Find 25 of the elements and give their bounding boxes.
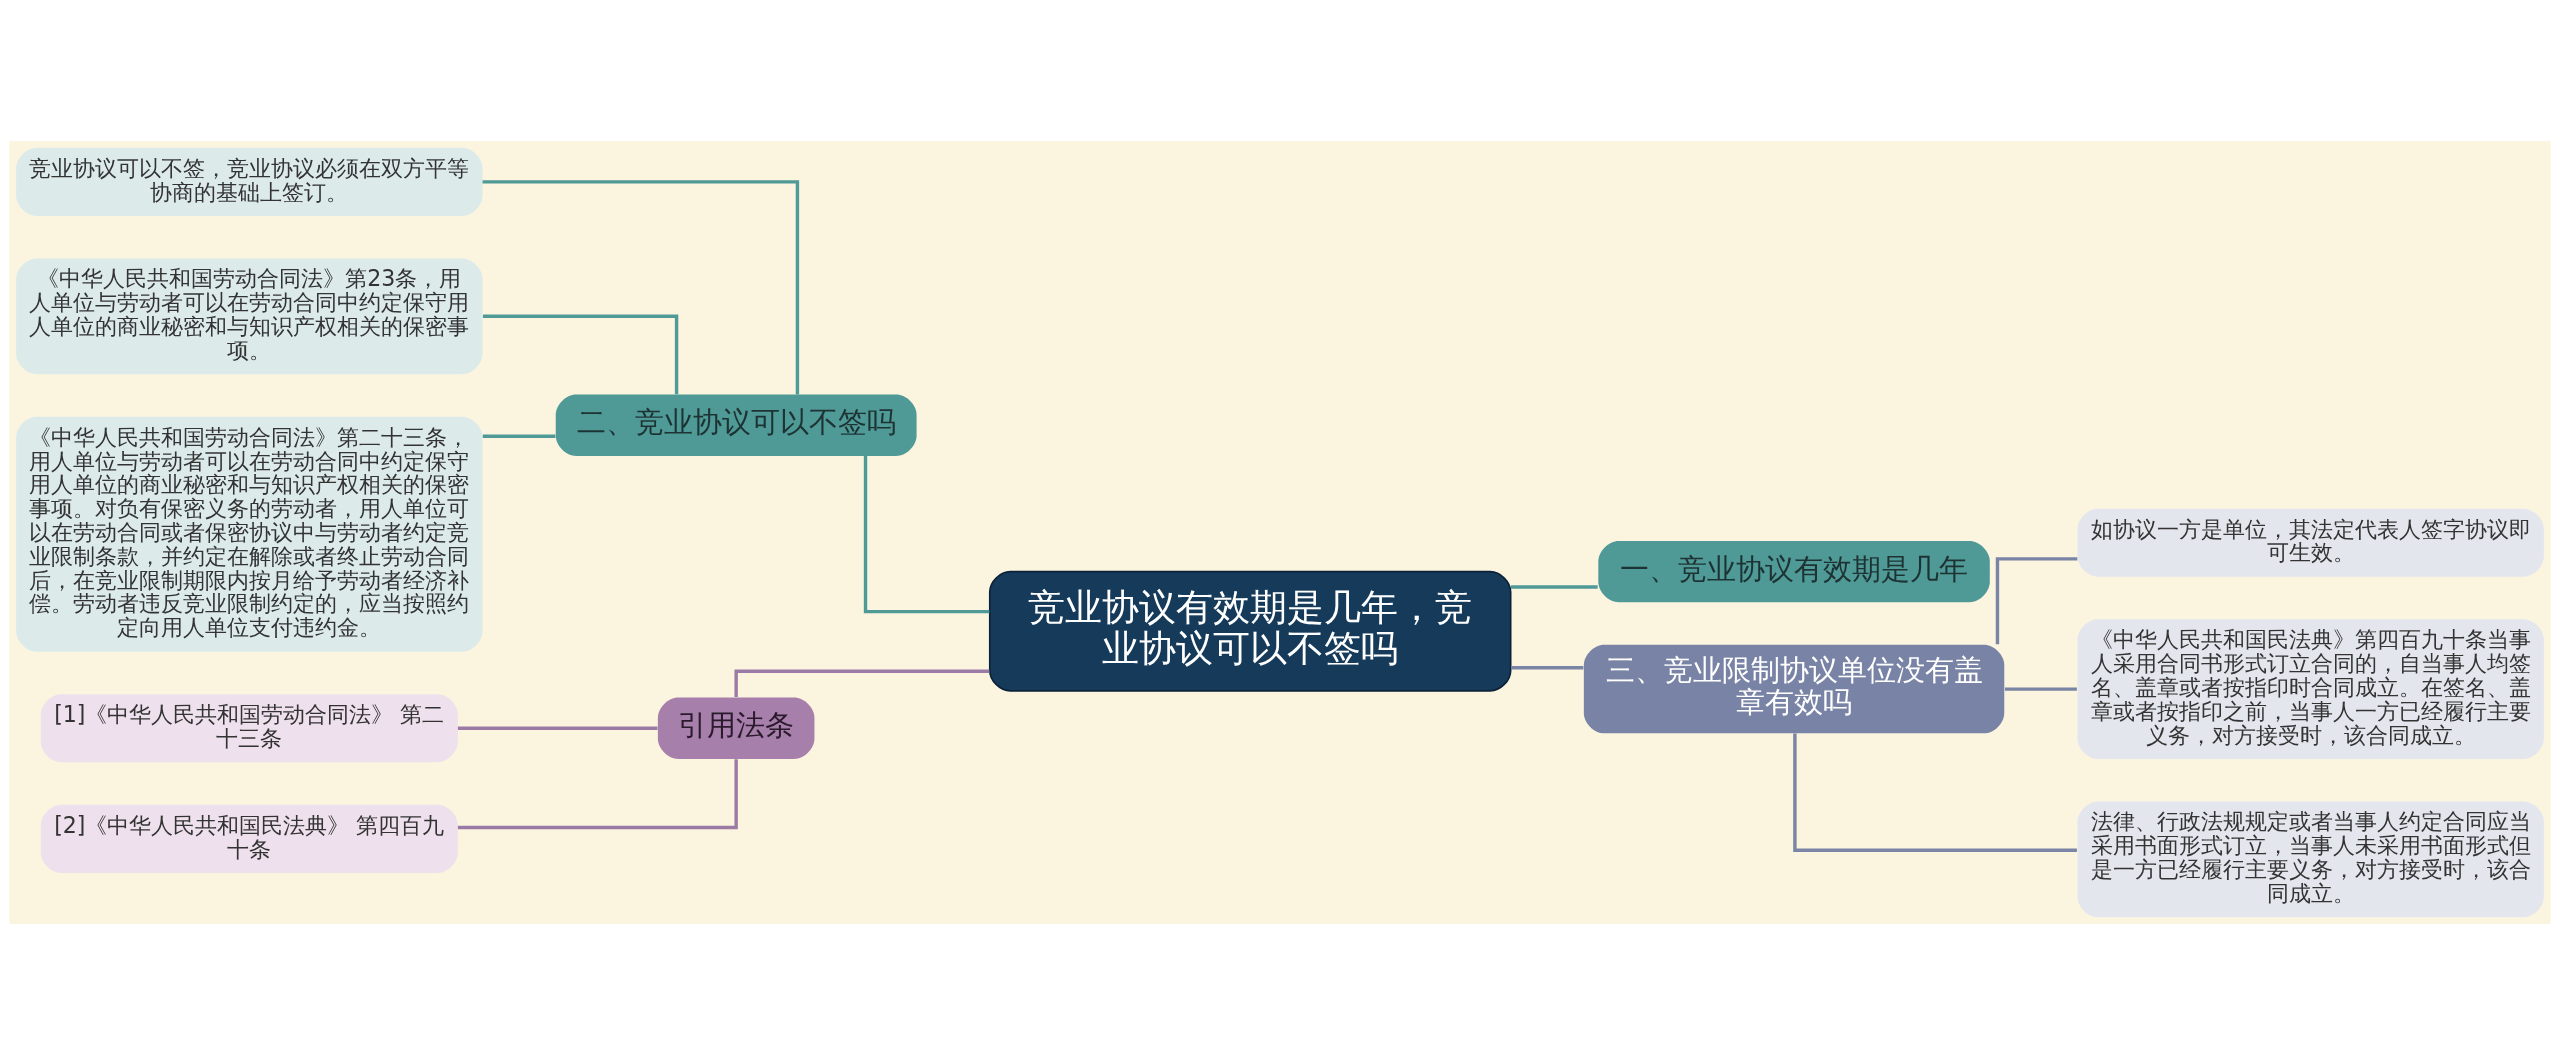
connector <box>1793 733 2077 852</box>
node-box: 如协议一方是单位，其法定代表人签字协议即可生效。 <box>2077 508 2544 577</box>
node-box: 一、竞业协议有效期是几年 <box>1598 540 1990 602</box>
connector <box>863 455 990 613</box>
connector <box>482 434 556 438</box>
connector <box>482 314 679 394</box>
connector <box>457 726 658 730</box>
node-box: 竞业协议有效期是几年，竞业协议可以不签吗 <box>988 570 1512 692</box>
node-box: 《中华人民共和国劳动合同法》第二十三条，用人单位与劳动者可以在劳动合同中约定保守用人单位的商业秘密和与知识产权相关的保密事项。对负有保密义务的劳动者，用人单位可以在劳动合同或者保密协议中与劳动者约定竞业限制条款，并约定在解除或者终止劳动合同后，在竞业限制期限内按月给予劳动者经济补偿。劳动者违反竞业限制约定的，应当按照约定向用人单位支付违约金。 <box>16 416 483 652</box>
node-box: [1]《中华人民共和国劳动合同法》 第二十三条 <box>40 693 458 762</box>
connector <box>1995 556 2078 644</box>
connector <box>1511 584 1598 589</box>
connector <box>2004 686 2077 691</box>
node-box: 引用法条 <box>657 697 815 759</box>
node-box: 《中华人民共和国劳动合同法》第23条，用人单位与劳动者可以在劳动合同中约定保守用人单位的商业秘密和与知识产权相关的保密事项。 <box>16 257 483 374</box>
node-box: 二、竞业协议可以不签吗 <box>555 394 917 456</box>
connector <box>457 758 738 829</box>
node-box: [2]《中华人民共和国民法典》 第四百九十条 <box>40 804 458 873</box>
connector <box>1511 665 1584 670</box>
connector <box>482 179 800 394</box>
node-box: 法律、行政法规规定或者当事人约定合同应当采用书面形式订立，当事人未采用书面形式但是一方已经履行主要义务，对方接受时，该合同成立。 <box>2077 800 2544 917</box>
node-box: 竞业协议可以不签，竞业协议必须在双方平等协商的基础上签订。 <box>16 147 483 216</box>
node-box: 《中华人民共和国民法典》第四百九十条当事人采用合同书形式订立合同的，自当事人均签名、盖章或者按指印时合同成立。在签名、盖章或者按指印之前，当事人一方已经履行主要义务，对方接受时，该合同成立。 <box>2077 618 2544 759</box>
connector <box>734 669 990 697</box>
node-box: 三、竞业限制协议单位没有盖章有效吗 <box>1583 644 2005 733</box>
